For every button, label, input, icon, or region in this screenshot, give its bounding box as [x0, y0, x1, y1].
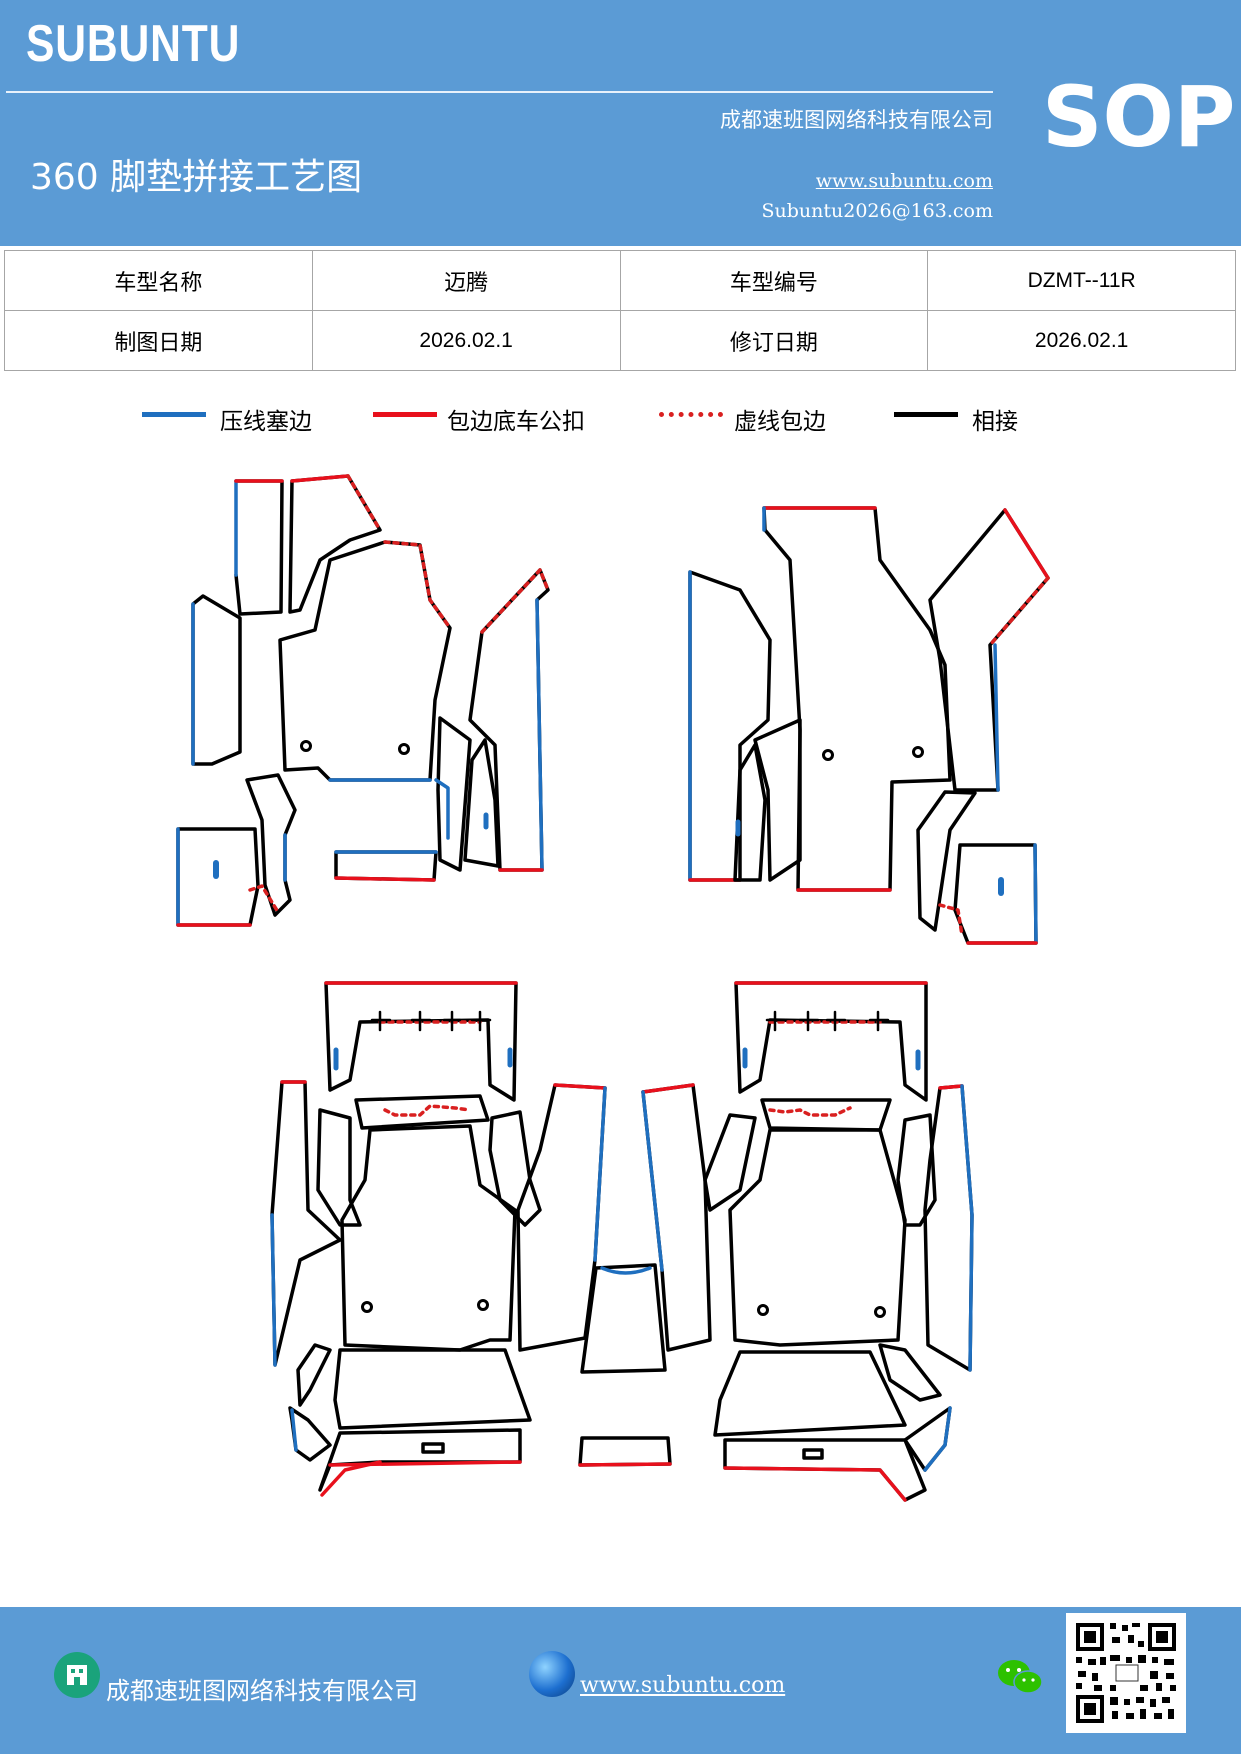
legend-swatch-dotted	[659, 412, 723, 417]
info-table: 车型名称 迈腾 车型编号 DZMT--11R 制图日期 2026.02.1 修订…	[4, 250, 1236, 371]
rear-left-mat-set	[270, 981, 607, 1497]
sop-badge: SOP	[1042, 68, 1236, 166]
legend: 压线塞边 包边底车公扣 虚线包边 相接	[0, 400, 1241, 440]
page-footer: 成都速班图网络科技有限公司 www.subuntu.com	[0, 1607, 1241, 1754]
model-name-value: 迈腾	[311, 250, 621, 311]
model-name-label: 车型名称	[4, 250, 313, 311]
legend-swatch-blue	[142, 412, 206, 417]
legend-label: 虚线包边	[734, 409, 826, 435]
legend-label: 相接	[972, 409, 1018, 435]
page-header: SUBUNTU 成都速班图网络科技有限公司 360 脚垫拼接工艺图 www.su…	[0, 0, 1241, 246]
legend-label: 压线塞边	[220, 409, 312, 435]
revise-date-value: 2026.02.1	[927, 310, 1236, 371]
rear-right-mat-set	[641, 981, 974, 1502]
draw-date-label: 制图日期	[4, 310, 313, 371]
footer-website-link[interactable]: www.subuntu.com	[580, 1673, 786, 1698]
table-row: 制图日期 2026.02.1 修订日期 2026.02.1	[4, 310, 1236, 371]
legend-swatch-red	[373, 412, 437, 417]
legend-swatch-black	[894, 412, 958, 417]
table-row: 车型名称 迈腾 车型编号 DZMT--11R	[4, 250, 1236, 311]
model-code-label: 车型编号	[619, 250, 929, 311]
header-email: Subuntu2026@163.com	[761, 200, 993, 222]
header-divider	[6, 91, 993, 93]
legend-label: 包边底车公扣	[447, 409, 585, 435]
center-tunnel-mat	[578, 1263, 672, 1467]
front-left-mat-set	[176, 474, 550, 927]
model-code-value: DZMT--11R	[927, 250, 1236, 311]
front-right-mat-set	[688, 506, 1050, 945]
header-website-link[interactable]: www.subuntu.com	[815, 170, 993, 192]
wechat-icon[interactable]	[996, 1657, 1044, 1697]
brand-logo: SUBUNTU	[26, 15, 241, 73]
qr-code	[1066, 1613, 1186, 1733]
draw-date-value: 2026.02.1	[311, 310, 621, 371]
building-icon	[54, 1652, 100, 1698]
floor-mat-diagram	[176, 474, 1050, 1502]
globe-icon	[529, 1651, 575, 1697]
revise-date-label: 修订日期	[619, 310, 929, 371]
page-title: 360 脚垫拼接工艺图	[30, 157, 363, 198]
header-company: 成都速班图网络科技有限公司	[720, 108, 993, 132]
footer-company: 成都速班图网络科技有限公司	[106, 1677, 418, 1705]
